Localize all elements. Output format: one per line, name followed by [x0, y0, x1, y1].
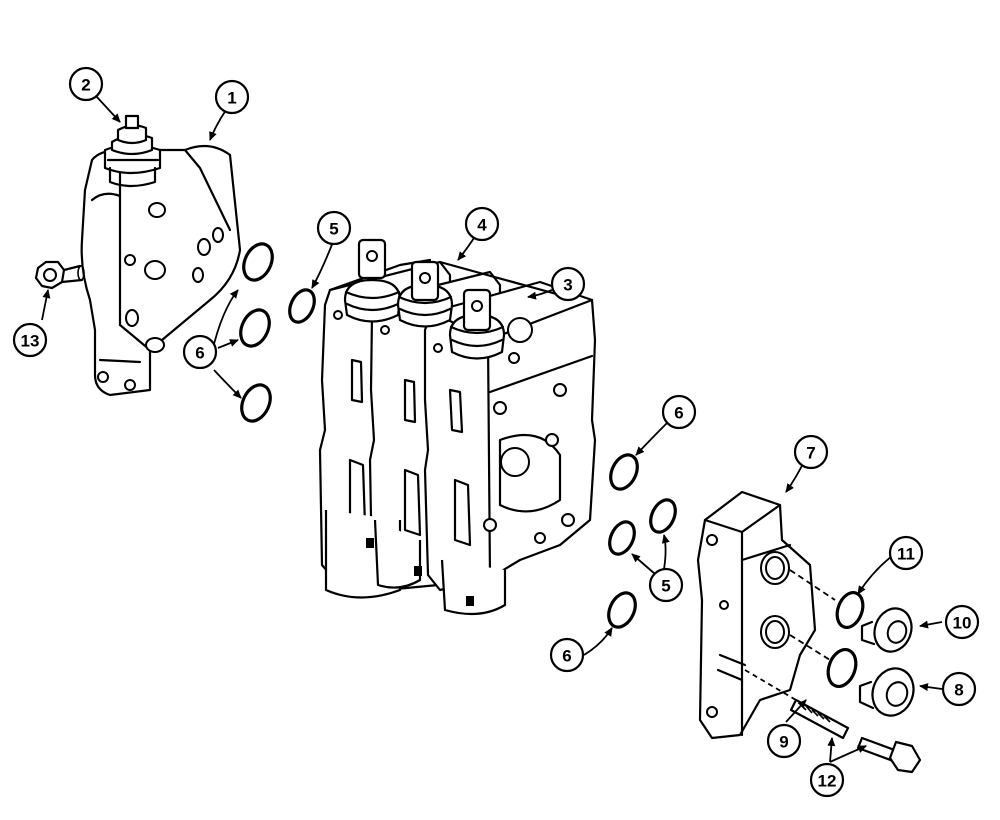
svg-text:6: 6 — [195, 344, 204, 363]
callout-10: 10 — [944, 604, 980, 640]
callout-13: 13 — [12, 322, 48, 358]
relief-valve-cap-part-2 — [103, 114, 162, 188]
spool-sections-parts-3-4 — [318, 238, 597, 616]
svg-text:10: 10 — [953, 614, 972, 633]
svg-text:8: 8 — [954, 681, 963, 700]
callout-5-lower: 5 — [648, 567, 684, 603]
svg-text:5: 5 — [661, 577, 670, 596]
svg-text:5: 5 — [329, 220, 338, 239]
plug-part-10 — [860, 607, 913, 653]
callout-3: 3 — [550, 266, 586, 302]
callout-4: 4 — [464, 206, 500, 242]
callout-5-upper: 5 — [316, 210, 352, 246]
svg-text:12: 12 — [818, 772, 837, 791]
plug-part-8 — [858, 667, 915, 717]
outlet-section-part-7 — [696, 490, 836, 740]
nut-part-13 — [34, 260, 85, 290]
o-rings — [239, 242, 865, 688]
svg-text:6: 6 — [562, 647, 571, 666]
svg-text:9: 9 — [779, 733, 788, 752]
svg-text:7: 7 — [806, 444, 815, 463]
callout-6-left: 6 — [182, 334, 218, 370]
callout-8: 8 — [941, 671, 977, 707]
callout-6-upper-right: 6 — [661, 394, 697, 430]
svg-text:3: 3 — [563, 276, 572, 295]
svg-text:1: 1 — [227, 89, 236, 108]
callout-6-lower-right: 6 — [549, 637, 585, 673]
svg-text:11: 11 — [897, 545, 915, 564]
svg-text:13: 13 — [21, 332, 40, 351]
callout-9: 9 — [766, 723, 802, 759]
callout-2: 2 — [68, 66, 104, 102]
callout-1: 1 — [214, 79, 250, 115]
svg-text:6: 6 — [674, 404, 683, 423]
stud-part-9 — [744, 669, 850, 740]
callout-11: 11 — [888, 535, 924, 571]
callout-7: 7 — [793, 434, 829, 470]
inlet-section-part-1 — [80, 144, 242, 397]
bolt-part-12 — [856, 736, 922, 774]
svg-text:4: 4 — [477, 216, 487, 235]
callout-12: 12 — [809, 762, 845, 798]
svg-text:2: 2 — [81, 76, 90, 95]
